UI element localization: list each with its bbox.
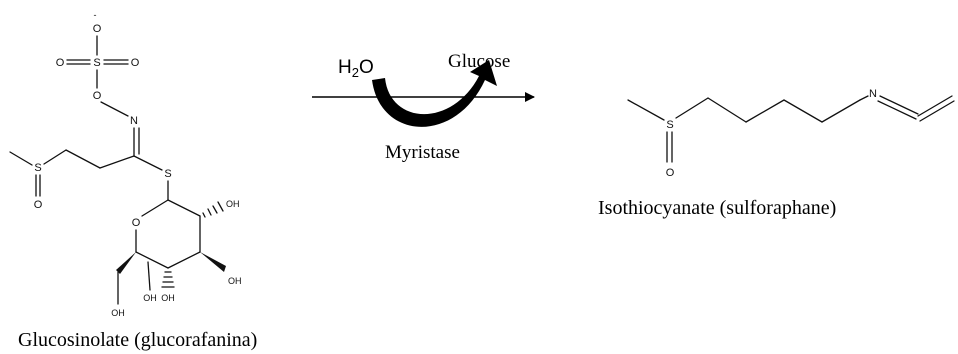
atom-oh-c6: OH: [111, 308, 125, 318]
bond: [859, 95, 869, 101]
atom-oh-c5: OH: [143, 293, 157, 303]
atom-o-sulfoxide: O: [34, 199, 43, 211]
atom-o-minus: O: [93, 23, 102, 35]
bond: [877, 100, 917, 120]
charge-minus: -: [94, 10, 97, 20]
bond: [65, 149, 101, 169]
bond: [167, 251, 201, 269]
bond: [9, 151, 33, 166]
atom-n-oxime: N: [130, 115, 138, 127]
bond: [100, 101, 129, 117]
wedge-bond: [200, 252, 226, 272]
byproduct-label: Glucose: [448, 51, 510, 72]
bond: [141, 199, 169, 217]
atom-o-left: O: [56, 57, 65, 69]
bond: [707, 97, 747, 123]
bond: [783, 99, 823, 123]
bond: [879, 95, 919, 115]
atom-o-sulfoxide: O: [666, 167, 675, 179]
atom-o-oxime: O: [93, 90, 102, 102]
bond: [43, 149, 67, 165]
sulforaphane-structure: S O N: [627, 88, 955, 179]
reagent-water: H2O: [338, 57, 374, 80]
glucosinolate-structure: - O O S O O N S O S O: [9, 10, 242, 318]
bond: [133, 155, 163, 171]
bond: [167, 199, 201, 217]
product-name: Isothiocyanate (sulforaphane): [598, 197, 836, 219]
atom-s-thio: S: [164, 168, 171, 180]
atom-s-sulfoxide: S: [34, 162, 41, 174]
hashed-bond: [161, 271, 175, 288]
bond: [919, 100, 955, 122]
curved-arrow: [372, 60, 497, 127]
wedge-bond: [116, 252, 136, 274]
enzyme-label: Myristase: [385, 142, 460, 163]
atom-o-ring: O: [132, 217, 141, 229]
bond: [99, 155, 135, 169]
atom-o-right: O: [131, 57, 140, 69]
atom-oh-c3: OH: [228, 276, 242, 286]
atom-oh-c2: OH: [226, 199, 240, 209]
atom-n: N: [869, 88, 877, 100]
atom-s-sulfoxide: S: [666, 119, 673, 131]
bond: [917, 95, 953, 117]
bond: [821, 99, 861, 123]
atom-s-sulfonate: S: [93, 57, 100, 69]
bond: [675, 97, 709, 119]
reactant-name: Glucosinolate (glucorafanina): [18, 329, 257, 351]
bond: [745, 99, 785, 123]
bond: [147, 261, 151, 291]
bond: [135, 251, 169, 269]
bond: [627, 99, 665, 121]
hashed-bond: [202, 201, 224, 218]
atom-oh-c4: OH: [161, 293, 175, 303]
reaction-arrow: [312, 60, 535, 127]
